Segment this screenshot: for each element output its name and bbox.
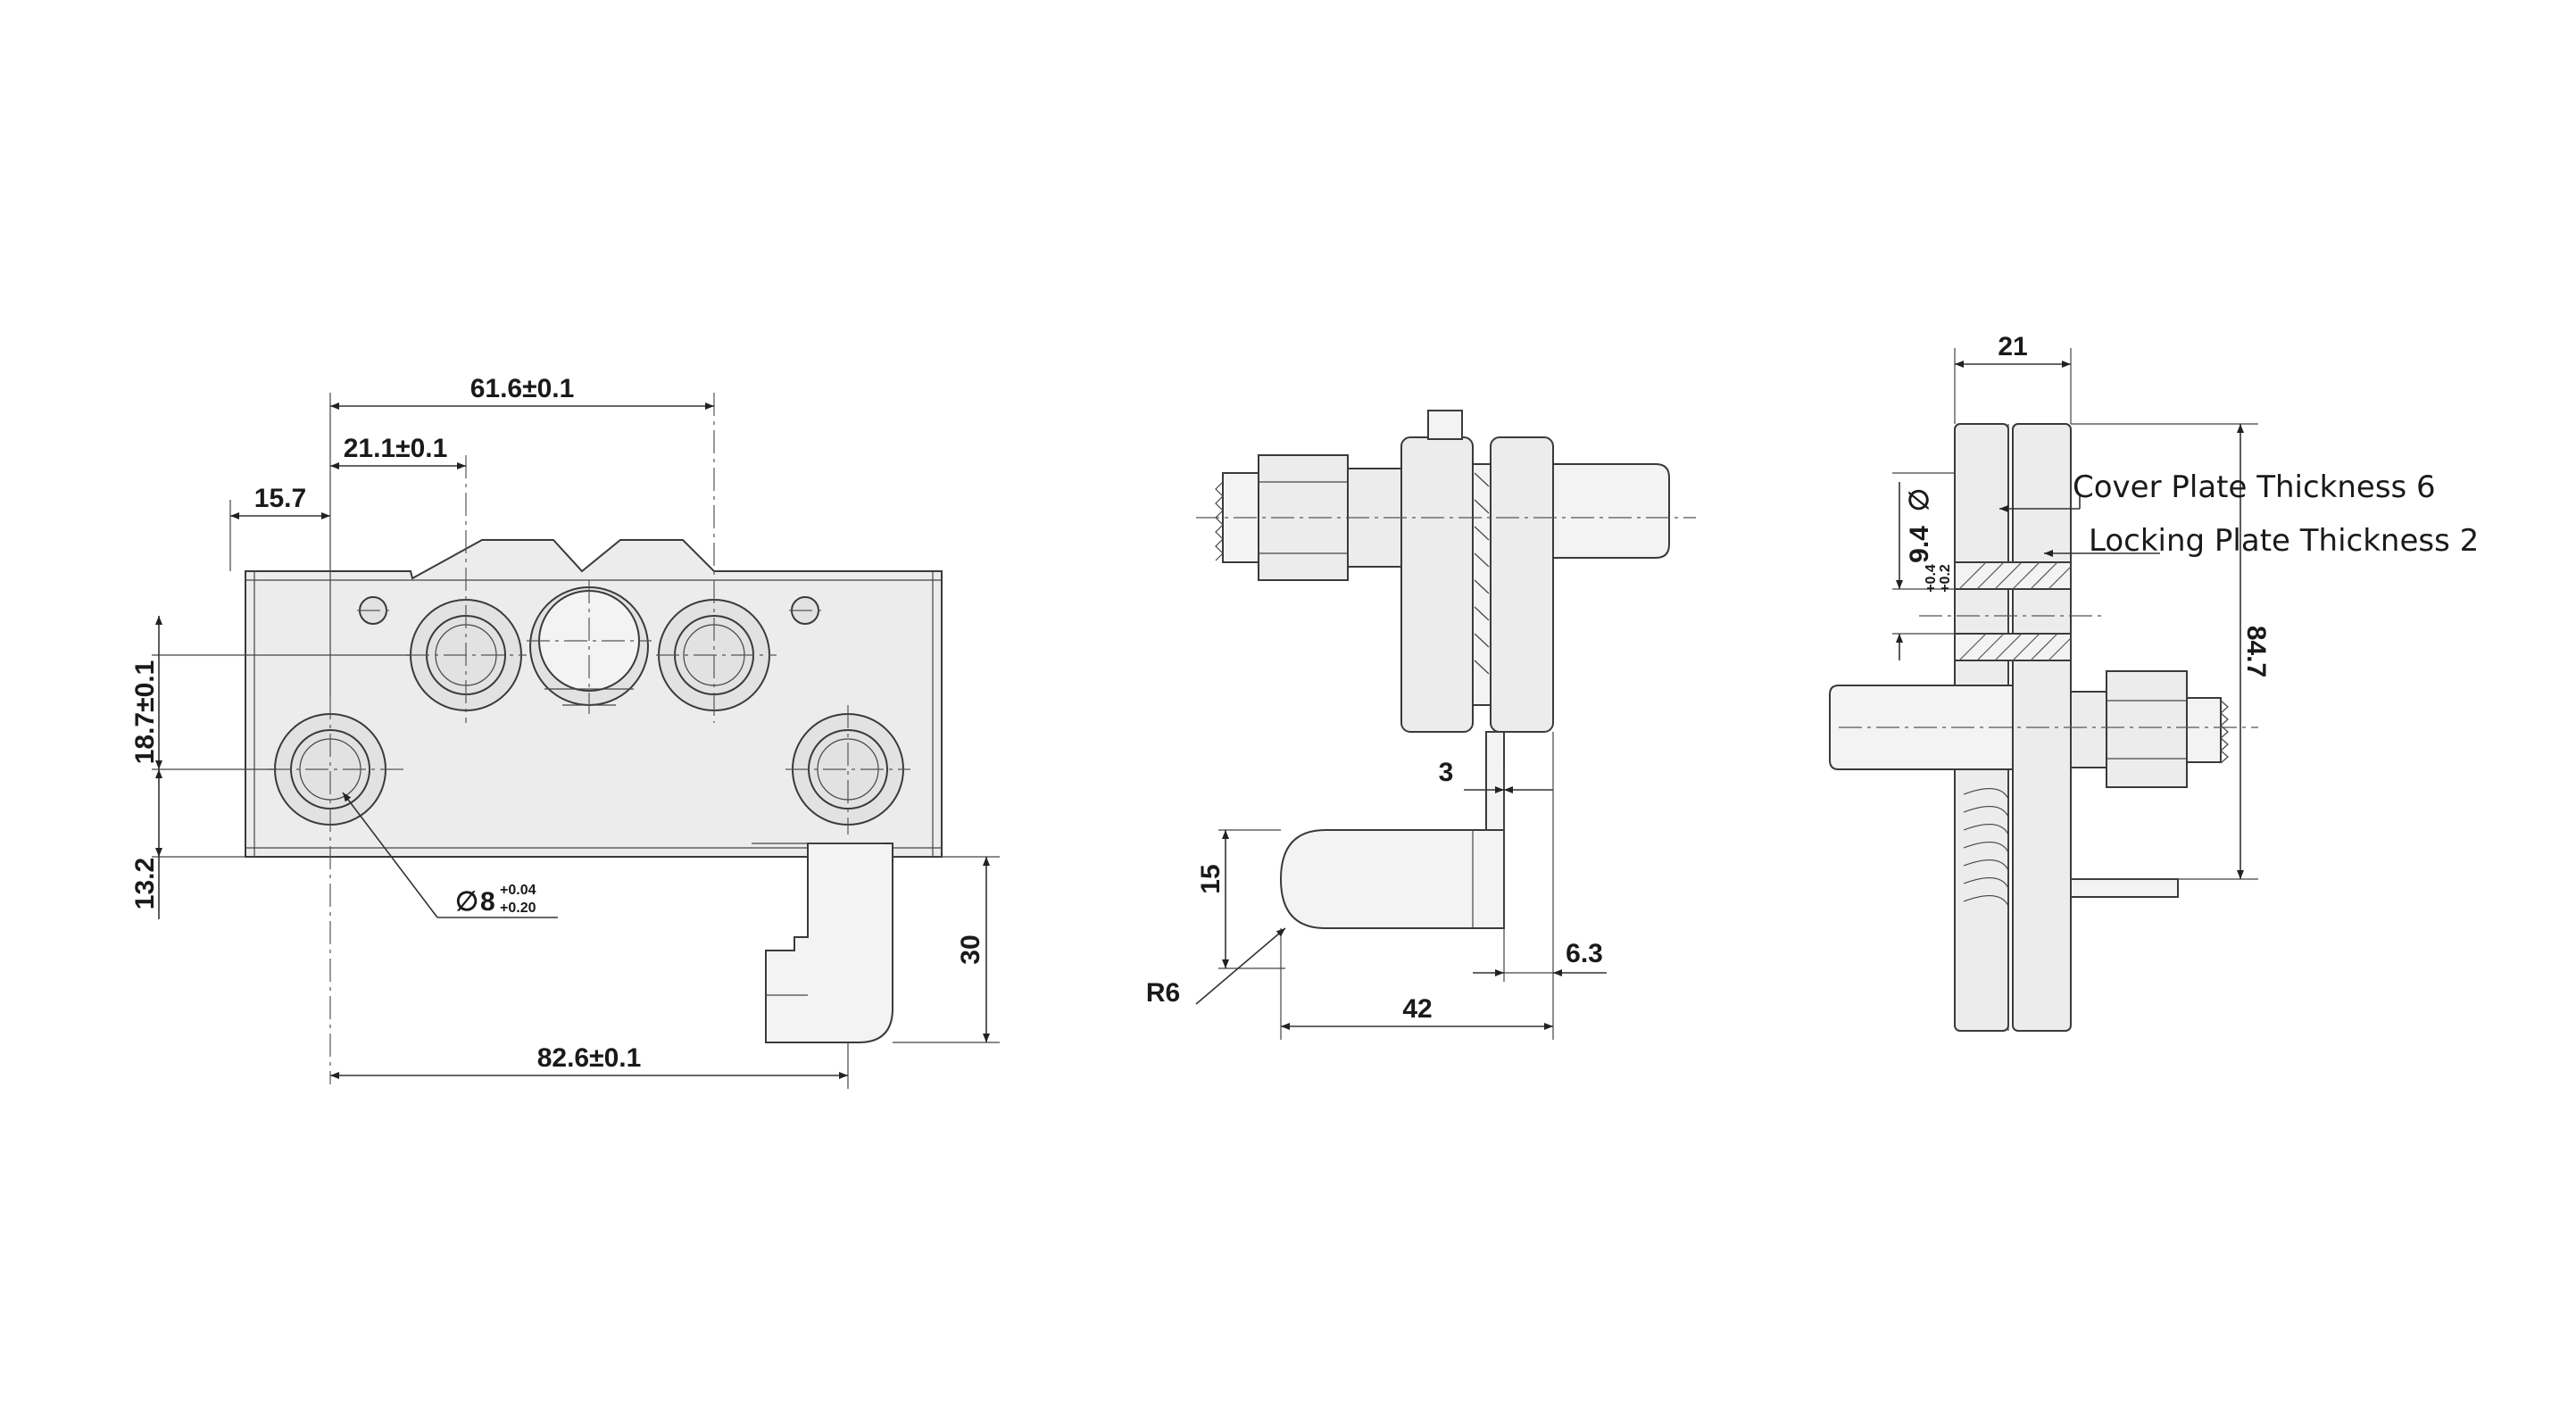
dim-6-3: 6.3 [1566, 939, 1603, 968]
dim-9-4-tol-upper: +0.4 [1924, 564, 1939, 593]
dim-61-6: 61.6±0.1 [470, 374, 575, 403]
diameter-symbol-end: ∅ [1905, 488, 1934, 511]
shaft [1552, 463, 1670, 559]
diameter-symbol-front: ∅ [455, 887, 478, 917]
dim-hole-dia: 8 [480, 887, 495, 917]
front-view: 61.6±0.1 21.1±0.1 15.7 18.7±0.1 13.2 ∅ 8… [130, 374, 1000, 1089]
dim-3: 3 [1439, 758, 1454, 787]
dim-9-4-tol-lower: +0.2 [1938, 564, 1953, 593]
dim-r6: R6 [1146, 978, 1180, 1008]
dim-hole-tol-lower: +0.20 [500, 901, 536, 916]
mount-hole-right [792, 713, 904, 826]
dim-82-6: 82.6±0.1 [537, 1043, 642, 1073]
dim-21-1: 21.1±0.1 [344, 434, 448, 463]
cover-plate-side [1400, 436, 1474, 733]
dim-21: 21 [1998, 332, 2027, 361]
end-view: 21 ∅ 9.4 +0.4 +0.2 84.7 Cover Plate Thic… [1829, 332, 2479, 1032]
note-locking-plate: Locking Plate Thickness 2 [2089, 523, 2479, 559]
dim-84-7: 84.7 [2241, 626, 2271, 677]
dim-13-2: 13.2 [130, 858, 160, 909]
spring [1963, 788, 2009, 907]
locking-plate-side [1490, 436, 1554, 733]
note-cover-plate: Cover Plate Thickness 6 [2073, 469, 2436, 505]
mount-hole-left [274, 713, 386, 826]
latch-bolt [765, 843, 893, 1043]
dim-30: 30 [956, 934, 985, 964]
latch-bolt-side [1279, 829, 1505, 929]
hex-nut-end [2106, 670, 2188, 788]
dim-15-7: 15.7 [254, 484, 306, 513]
side-view: 3 15 R6 6.3 42 [1146, 410, 1696, 1040]
dim-hole-tol-upper: +0.04 [500, 883, 536, 898]
dim-15: 15 [1196, 864, 1226, 893]
dim-18-7: 18.7±0.1 [130, 660, 160, 765]
dim-9-4: 9.4 [1905, 526, 1934, 563]
dim-42: 42 [1402, 994, 1432, 1024]
